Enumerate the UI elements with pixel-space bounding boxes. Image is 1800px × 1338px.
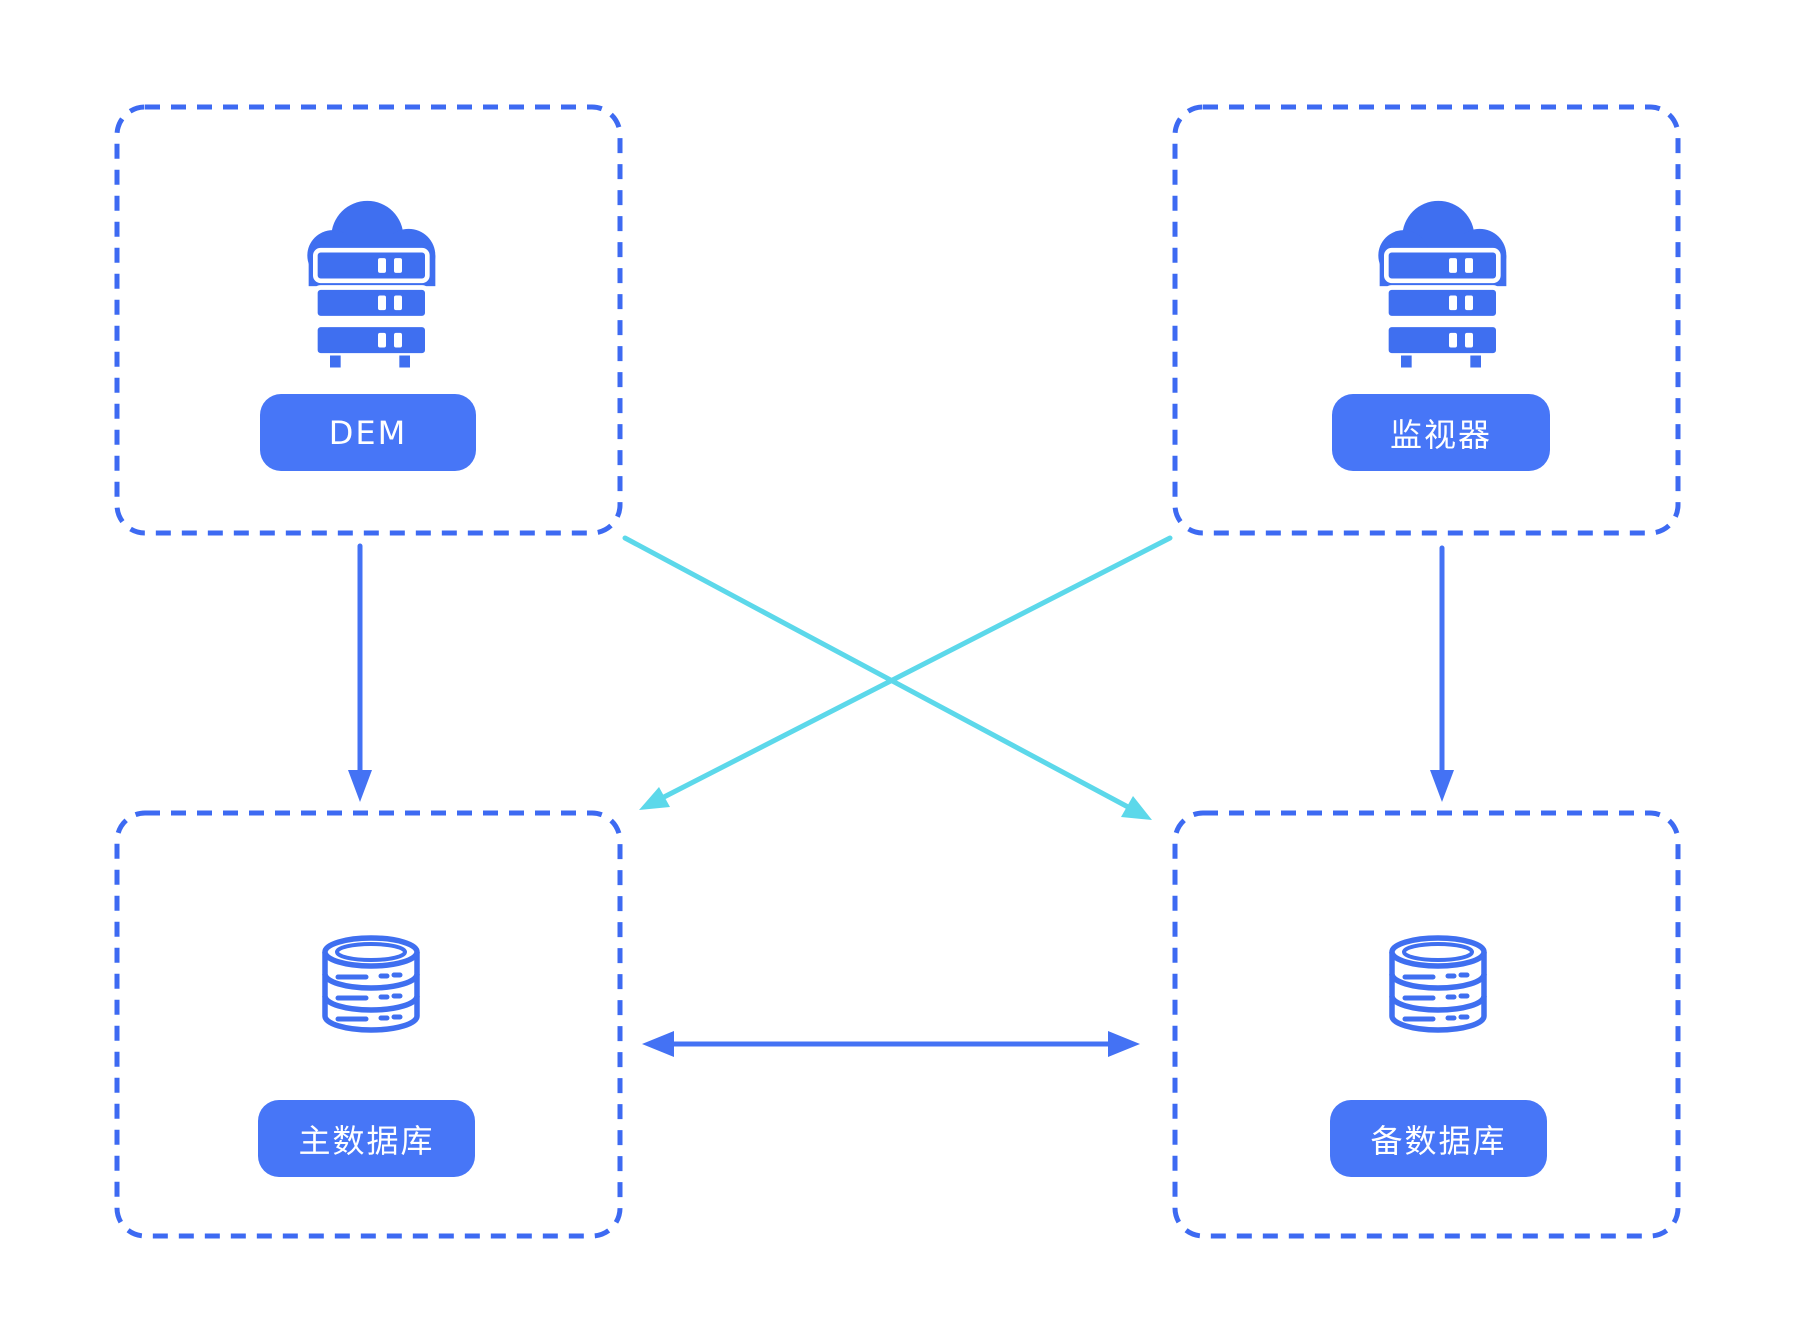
- database-detail-marks: [1402, 972, 1470, 1022]
- database-detail-marks: [335, 972, 403, 1022]
- database-cylinder: [322, 935, 420, 1033]
- node-label-backup-db[interactable]: 备数据库: [1330, 1100, 1547, 1177]
- node-dem[interactable]: DEM: [117, 107, 620, 533]
- box-backup-db-border: [1172, 810, 1681, 1239]
- server-rack: [313, 247, 430, 368]
- box-monitor-border: [1172, 104, 1681, 536]
- node-label-dem[interactable]: DEM: [260, 394, 476, 471]
- edge-monitor-to-backup-db-arrow: [1430, 545, 1454, 802]
- edge-dem-to-backup-db-arrow: [622, 535, 1152, 820]
- node-primary-db[interactable]: 主数据库: [117, 813, 620, 1236]
- node-monitor[interactable]: 监视器: [1175, 107, 1678, 533]
- database-icon: [1389, 935, 1487, 1033]
- node-label-monitor[interactable]: 监视器: [1332, 394, 1550, 471]
- node-label-primary-db[interactable]: 主数据库: [258, 1100, 475, 1177]
- node-backup-db[interactable]: 备数据库: [1175, 813, 1678, 1236]
- edge-primary-db-backup-db-double-arrow: [642, 1031, 1140, 1057]
- cloud-server-icon: [1378, 200, 1507, 368]
- node-label-primary-db-text: 主数据库: [298, 1121, 435, 1160]
- box-dem-border: [114, 104, 623, 536]
- box-primary-db-border: [114, 810, 623, 1239]
- edge-dem-to-primary-db-arrow: [348, 543, 372, 802]
- edge-monitor-to-primary-db-arrow: [639, 535, 1173, 810]
- database-icon: [322, 935, 420, 1033]
- database-cylinder: [1389, 935, 1487, 1033]
- node-label-backup-db-text: 备数据库: [1370, 1121, 1507, 1160]
- node-label-dem-text: DEM: [328, 413, 408, 452]
- server-rack: [1384, 247, 1501, 368]
- cloud-server-icon: [307, 200, 436, 368]
- node-label-monitor-text: 监视器: [1389, 415, 1492, 454]
